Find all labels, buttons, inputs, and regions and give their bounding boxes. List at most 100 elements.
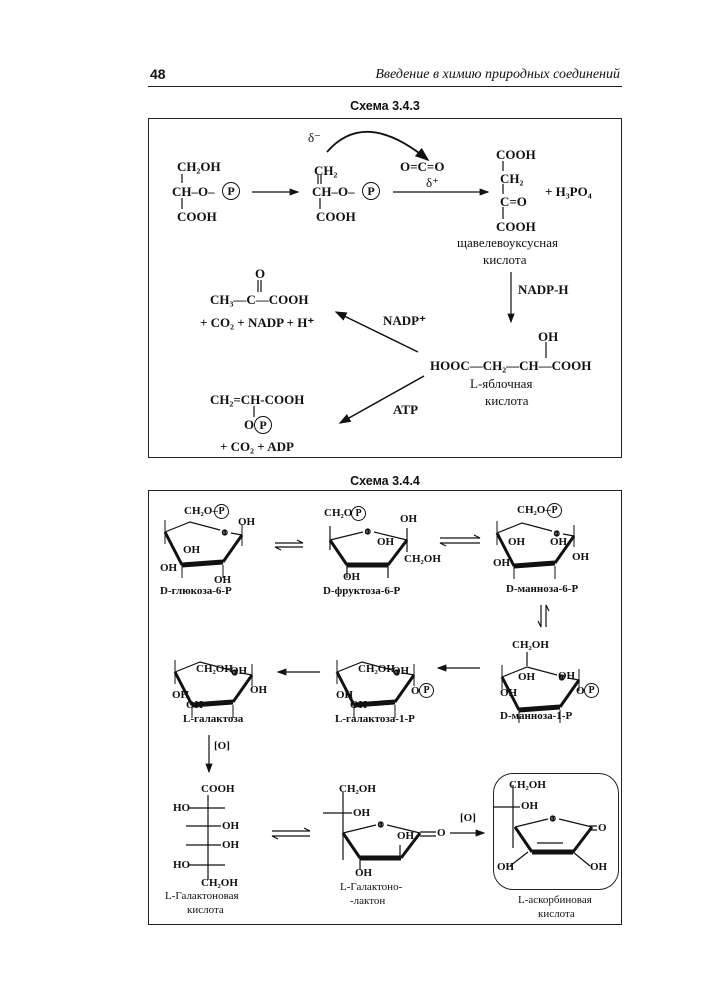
malate-name-2: кислота [485,393,529,408]
oxalo-cooh-top: COOH [496,147,536,162]
f6p-ch2o: CH₂O [324,507,353,519]
lactone-name-1: L-Галактоно- [340,881,403,893]
reaction-arrow [334,311,419,353]
gal-oh: OH [172,689,190,701]
pyruvate-products: + CO₂ + NADP + H⁺ [200,315,315,330]
scheme-title-2: Схема 3.4.4 [350,474,420,488]
ascorbic-oh: OH [590,861,608,873]
g6p-name: D-глюкоза-6-Р [160,585,232,597]
oxidation-label: [O] [460,812,476,824]
phosphate-circle: P [584,683,599,698]
pep-formula: CH₂=CH-COOH [210,392,305,407]
m6p-ch2o: CH₂O– [517,504,551,516]
m1p-oh: OH [500,687,518,699]
ascorbic-carbonyl-o: O [598,822,607,834]
bond [493,785,597,867]
lactone-carbonyl-o: O [437,827,446,839]
plus-h3po4: + H₃PO₄ [545,184,592,199]
oxidation-label: [O] [214,740,230,752]
gal1p-oh: OH [336,689,354,701]
oxalo-cooh-bottom: COOH [496,219,536,234]
c1-cooh: COOH [177,209,217,224]
gal1p-o: O [411,685,420,697]
ascorbic-highlight-box [493,773,619,890]
ascorbic-ring [515,812,592,852]
co2: O=C=O [400,159,445,174]
ascorbic-oh: OH [521,800,539,812]
galacton-ho: HO [173,859,191,871]
f6p-oh: OH [377,536,395,548]
c1-ch-o: CH–O– [172,184,215,199]
pep-o: O [244,417,255,432]
page-number: 48 [150,66,166,82]
nadp-plus-label: NADP⁺ [383,313,426,328]
m1p-oh: OH [518,671,536,683]
scheme-box-2 [148,490,622,925]
scheme-title-1: Схема 3.4.3 [350,99,420,113]
galacton-ho: HO [173,802,191,814]
equilibrium-arrow [537,604,550,628]
equilibrium-arrow [271,827,311,840]
gal-name: L-галактоза [183,713,244,725]
equilibrium-arrow [439,534,481,547]
galacton-oh: OH [222,820,240,832]
phosphate-circle: P [254,416,272,434]
gal-ch2oh: CH₂OH [196,663,233,675]
phosphate-circle: P [214,504,229,519]
c2-ch-o: CH–O– [312,184,355,199]
m6p-oh: OH [493,557,511,569]
double-bond [257,280,262,292]
lactone-oh: OH [353,807,371,819]
lactone-oh: OH [355,867,373,879]
g6p-oh: OH [238,516,256,528]
m1p-name: D-манноза-1-Р [500,710,573,722]
phosphate-circle: P [362,182,380,200]
nadph-label: NADP-H [518,282,569,297]
bond [323,792,436,870]
c2-ch2: CH₂ [314,163,338,178]
pyruvate-formula: CH₃—C—COOH [210,292,309,307]
ascorbic-name-1: L-аскорбиновая [518,894,592,906]
atp-label: ATP [393,402,419,417]
m6p-oh: OH [508,536,526,548]
ascorbic-oh: OH [497,861,515,873]
delta-plus: δ⁺ [426,175,439,190]
galacton-oh: OH [222,839,240,851]
gal-oh: OH [186,699,204,711]
g6p-oh: OH [183,544,201,556]
galacton-ch2oh: CH₂OH [201,877,238,889]
equilibrium-arrow [274,539,304,551]
gal1p-name: L-галактоза-1-Р [335,713,415,725]
g6p-ch2o: CH₂O– [184,505,218,517]
delta-minus: δ⁻ [308,130,321,145]
phosphate-circle: P [419,683,434,698]
f6p-ch2oh: CH₂OH [404,553,441,565]
gal1p-oh: OH [350,699,368,711]
lactone-name-2: -лактон [350,895,386,907]
oxalo-name-1: щавелевоуксусная [457,235,558,250]
m6p-name: D-манноза-6-Р [506,583,579,595]
double-bond [317,175,322,209]
header-rule [148,86,622,87]
f6p-name: D-фруктоза-6-Р [323,585,401,597]
m1p-oh: OH [558,670,576,682]
scheme-box-1 [148,118,622,458]
running-title: Введение в химию природных соединений [375,67,620,82]
pyruvate-o: O [255,266,266,281]
lactone-ch2oh: CH₂OH [339,783,376,795]
m6p-oh: OH [572,551,590,563]
galacton-name-2: кислота [187,904,224,916]
oxalo-name-2: кислота [483,252,527,267]
m6p-oh: OH [550,536,568,548]
ascorbic-ch2oh: CH₂OH [509,779,546,791]
galacton-name-1: L-Галактоновая [165,890,239,902]
gal1p-oh: OH [392,665,410,677]
gal-oh: OH [230,665,248,677]
gal1p-ch2oh: CH₂OH [358,663,395,675]
f6p-oh: OH [343,571,361,583]
m1p-ch2oh: CH₂OH [512,639,549,651]
pep-products: + CO₂ + ADP [220,439,294,454]
fischer-backbone [186,795,225,880]
mannose-6p-ring [497,521,574,579]
